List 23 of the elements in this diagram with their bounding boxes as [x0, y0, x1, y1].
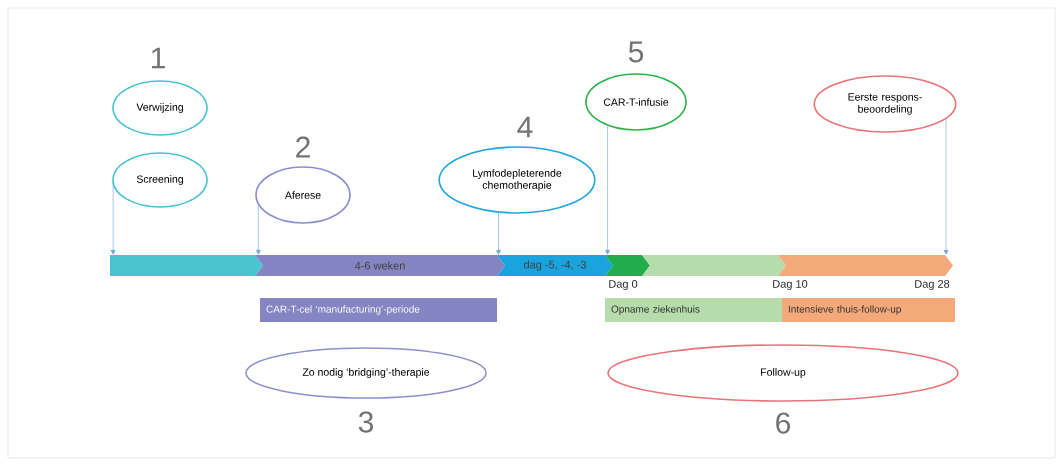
arrow [496, 211, 501, 255]
step-number: 4 [517, 116, 533, 138]
arrow [110, 181, 116, 255]
arrow [605, 124, 610, 255]
step-number: 5 [628, 41, 644, 63]
timeline-segment: dag -5, -4, -3 [497, 255, 613, 276]
step-number: 3 [358, 411, 374, 433]
step-number: 6 [776, 412, 791, 434]
day-label: Dag 28 [915, 280, 950, 290]
phase-bar: Intensieve thuis-follow-up [782, 298, 955, 322]
day-label: Dag 10 [773, 280, 808, 290]
timeline-segment [110, 255, 263, 276]
day-label: Dag 0 [609, 280, 638, 290]
arrow [943, 117, 949, 255]
timeline-segment [778, 255, 953, 276]
arrow [255, 203, 261, 255]
phase-bar: CAR-T-cel ‘manufacturing’-periode [260, 298, 497, 322]
timeline-segment [605, 255, 650, 276]
step-number: 1 [151, 47, 165, 69]
timeline-segment [642, 255, 786, 276]
step-number: 2 [296, 136, 310, 158]
timeline-segment: 4-6 weken [255, 255, 505, 276]
phase-bar: Opname ziekenhuis [605, 298, 782, 322]
